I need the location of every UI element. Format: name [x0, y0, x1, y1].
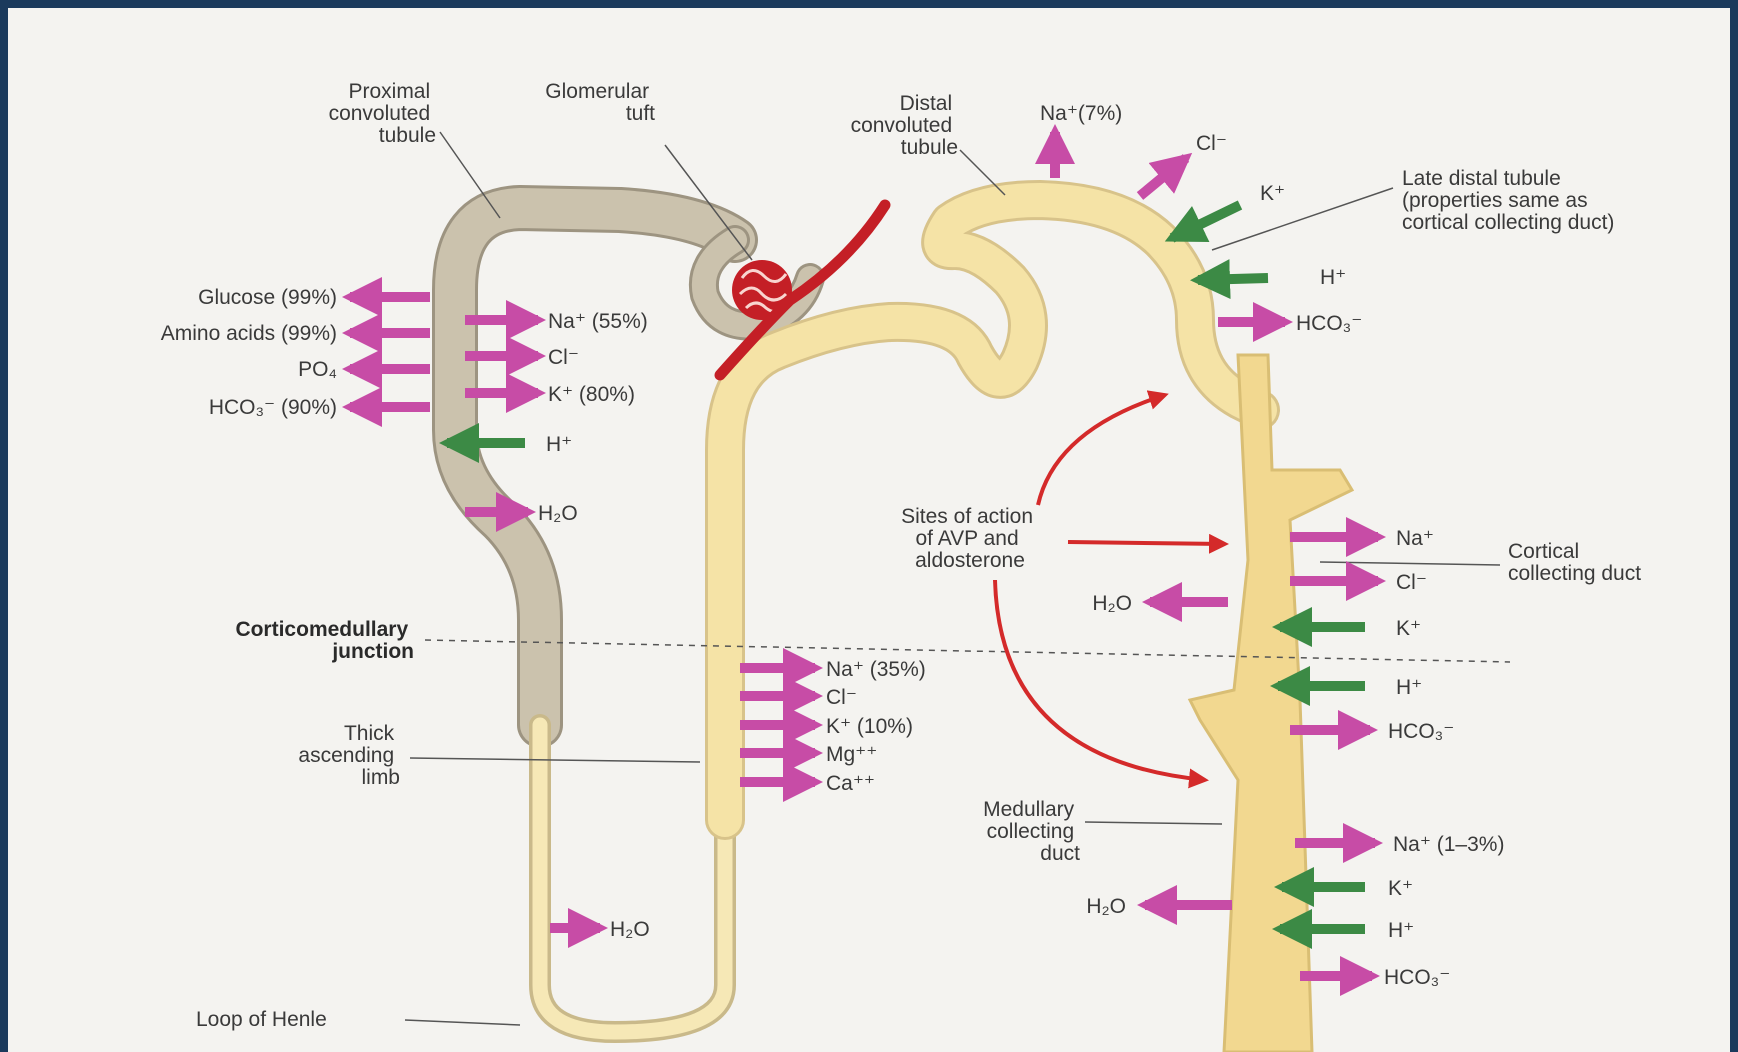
ldt-hco3-label: HCO₃⁻	[1296, 312, 1362, 335]
tal-k-label: K⁺ (10%)	[826, 715, 913, 738]
tal-mg-label: Mg⁺⁺	[826, 743, 877, 766]
ccd-water-label: H₂O	[1092, 592, 1132, 615]
po4-label: PO₄	[298, 358, 337, 381]
ldt-h-label: H⁺	[1320, 266, 1346, 289]
na-label: Na⁺ (55%)	[548, 310, 648, 333]
avp-sites-label: Sites of action of AVP and aldosterone	[901, 505, 1039, 572]
ccd-h-label: H⁺	[1396, 676, 1422, 699]
mcd-hco3-label: HCO₃⁻	[1384, 966, 1450, 989]
descending-water-label: H₂O	[610, 918, 650, 941]
tal-ca-label: Ca⁺⁺	[826, 772, 875, 795]
mcd-h-label: H⁺	[1388, 919, 1414, 942]
h-secretion-label: H⁺	[546, 433, 572, 456]
dct-cl-label: Cl⁻	[1196, 132, 1227, 155]
k-label: K⁺ (80%)	[548, 383, 635, 406]
ccd-hco3-label: HCO₃⁻	[1388, 720, 1454, 743]
mcd-k-label: K⁺	[1388, 877, 1413, 900]
mcd-na-label: Na⁺ (1–3%)	[1393, 833, 1504, 856]
page-background	[8, 8, 1730, 1052]
amino-acids-label: Amino acids (99%)	[161, 322, 337, 345]
ccd-k-label: K⁺	[1396, 617, 1421, 640]
dct-na-label: Na⁺(7%)	[1040, 102, 1122, 125]
tal-cl-label: Cl⁻	[826, 686, 857, 709]
tal-na-label: Na⁺ (35%)	[826, 658, 926, 681]
ldt-h-arrow	[1198, 278, 1268, 280]
ccd-cl-label: Cl⁻	[1396, 571, 1427, 594]
hco3-label: HCO₃⁻ (90%)	[209, 396, 337, 419]
loop-of-henle-label: Loop of Henle	[196, 1008, 327, 1031]
proximal-water-label: H₂O	[538, 502, 578, 525]
ldt-k-label: K⁺	[1260, 182, 1285, 205]
mcd-water-label: H₂O	[1086, 895, 1126, 918]
glucose-label: Glucose (99%)	[198, 286, 337, 309]
cl-label: Cl⁻	[548, 346, 579, 369]
ccd-na-label: Na⁺	[1396, 527, 1434, 550]
